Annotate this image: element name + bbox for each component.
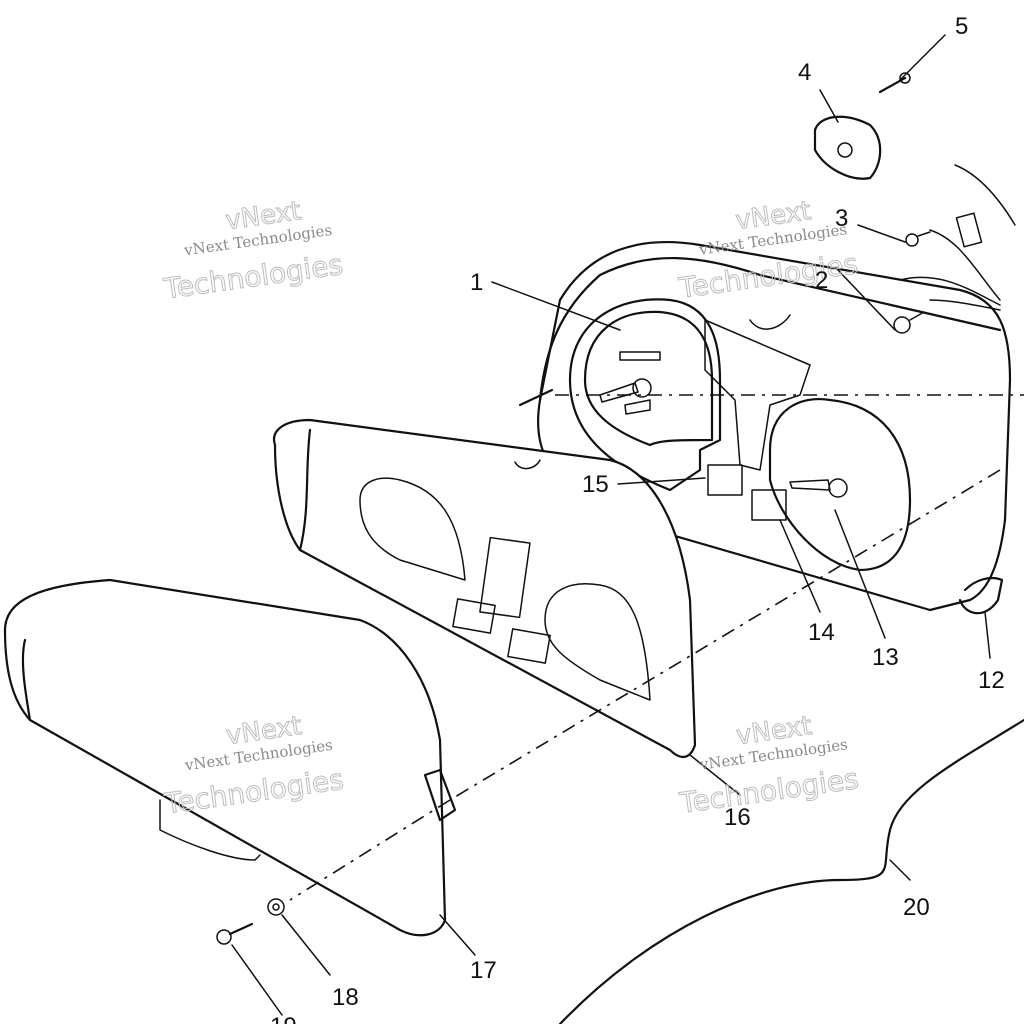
part-17-cover [3,578,457,937]
indicator-window-1 [707,464,743,496]
part-19-screw [216,922,254,945]
callout-19: 19 [270,1013,297,1024]
callout-5: 5 [955,13,968,40]
callout-18: 18 [332,984,359,1011]
part-4-sender [813,115,882,180]
assembly-axis-main [449,469,1001,801]
trip-reset-knob [518,388,554,407]
callout-13: 13 [872,644,899,671]
part-16-bezel [272,418,697,758]
callout-20: 20 [903,894,930,921]
part-18-washer [267,898,285,916]
callout-3: 3 [835,205,848,232]
assembly-axis-lower [289,799,451,901]
part-5-screw [878,72,911,94]
callout-labels: 1 2 3 4 5 12 13 14 15 16 17 18 19 20 [270,13,1005,1024]
needle-right [789,478,848,498]
callout-17: 17 [470,957,497,984]
gauge-face-panel [518,298,912,572]
part-3-bulb [905,231,931,247]
part-2-bulb [893,311,925,334]
callout-12: 12 [978,667,1005,694]
leader-lines [231,34,991,1016]
watermark-upper-left: vNext Technologies vNext Technologies [161,196,346,307]
callout-15: 15 [582,471,609,498]
indicator-window-2 [751,489,787,521]
wiring-harness [899,164,1016,311]
watermark-lower-right: vNext Technologies vNext Technologies [676,711,861,821]
callout-16: 16 [724,804,751,831]
part-20-outline [558,718,1024,1024]
needle-left [599,351,661,415]
callout-1: 1 [470,269,483,296]
callout-4: 4 [798,59,811,86]
callout-2: 2 [815,267,828,294]
callout-14: 14 [808,619,835,646]
